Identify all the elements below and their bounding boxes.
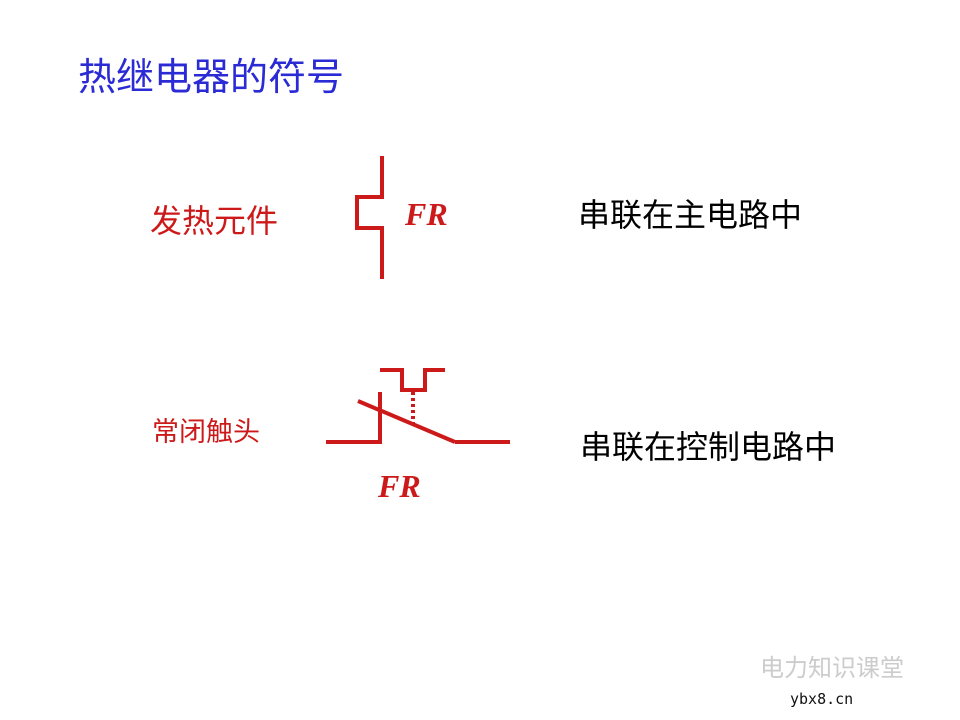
- watermark-name: 电力知识课堂: [760, 654, 904, 682]
- heating-element-symbol-shape: [355, 156, 384, 279]
- nc-contact-symbol: FR: [378, 468, 421, 504]
- heating-element-label: 发热元件: [150, 202, 279, 240]
- watermark-site: ybx8.cn: [790, 690, 854, 708]
- nc-contact-symbol-shape: [326, 368, 510, 444]
- heating-element-description: 串联在主电路中: [578, 196, 803, 234]
- nc-contact-description: 串联在控制电路中: [580, 428, 837, 466]
- heating-element-symbol: FR: [405, 196, 448, 232]
- nc-contact-label: 常闭触头: [152, 417, 260, 448]
- slide-title: 热继电器的符号: [78, 55, 345, 99]
